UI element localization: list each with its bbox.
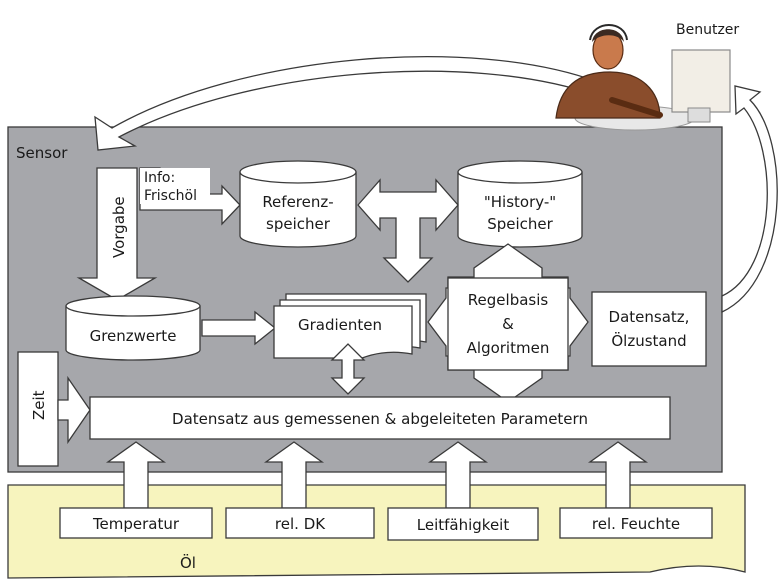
humidity-up-arrow	[587, 441, 649, 509]
temperature-label: Temperatur	[92, 515, 180, 533]
rel-dk-label: rel. DK	[275, 515, 326, 533]
result-to-user-arrow	[721, 85, 778, 314]
conductivity-label: Leitfähigkeit	[417, 516, 510, 534]
params-box	[89, 396, 671, 440]
sensor-label: Sensor	[16, 144, 68, 162]
store-link-arrow	[357, 178, 459, 283]
rules-line1: Regelbasis	[468, 291, 549, 309]
params-label: Datensatz aus gemessenen & abgeleiteten …	[172, 410, 588, 428]
info-box	[140, 168, 210, 204]
time-to-params-arrow	[57, 375, 91, 445]
user-icon	[555, 24, 731, 131]
humidity-box	[559, 507, 713, 539]
temperature-box	[59, 507, 213, 539]
info-line1: Info:	[144, 170, 175, 186]
history-store-line2: Speicher	[487, 215, 553, 233]
oil-state-box	[591, 291, 707, 367]
reference-store-cylinder	[239, 160, 357, 248]
rules-line2: &	[502, 315, 514, 333]
cond-up-arrow	[427, 441, 489, 509]
humidity-label: rel. Feuchte	[592, 515, 680, 533]
oil-state-line1: Datensatz,	[609, 308, 690, 326]
history-store-line1: "History-"	[484, 193, 556, 211]
info-line2: Frischöl	[144, 188, 197, 204]
limits-to-gradients-arrow	[201, 310, 277, 346]
vorgabe-label: Vorgabe	[110, 196, 128, 258]
reference-store-line1: Referenz-	[262, 193, 333, 211]
history-store-cylinder	[457, 160, 583, 248]
rules-box	[447, 277, 569, 371]
vorgabe-arrow	[76, 167, 158, 301]
time-label: Zeit	[30, 390, 48, 420]
limits-label: Grenzwerte	[90, 327, 177, 345]
rules-line3: Algoritmen	[467, 339, 550, 357]
limits-cylinder	[65, 295, 201, 361]
user-to-sensor-arrow	[94, 56, 599, 151]
user-label: Benutzer	[676, 22, 739, 38]
dk-up-arrow	[263, 441, 325, 509]
gradients-label: Gradienten	[298, 316, 382, 334]
gradients-params-arrow	[330, 343, 366, 395]
conductivity-box	[387, 507, 539, 541]
rel-dk-box	[225, 507, 375, 539]
oil-state-line2: Ölzustand	[611, 331, 686, 350]
temp-up-arrow	[105, 441, 167, 509]
oil-label: Öl	[180, 553, 196, 572]
gradients-stack	[273, 293, 427, 359]
reference-store-line2: speicher	[266, 215, 331, 233]
